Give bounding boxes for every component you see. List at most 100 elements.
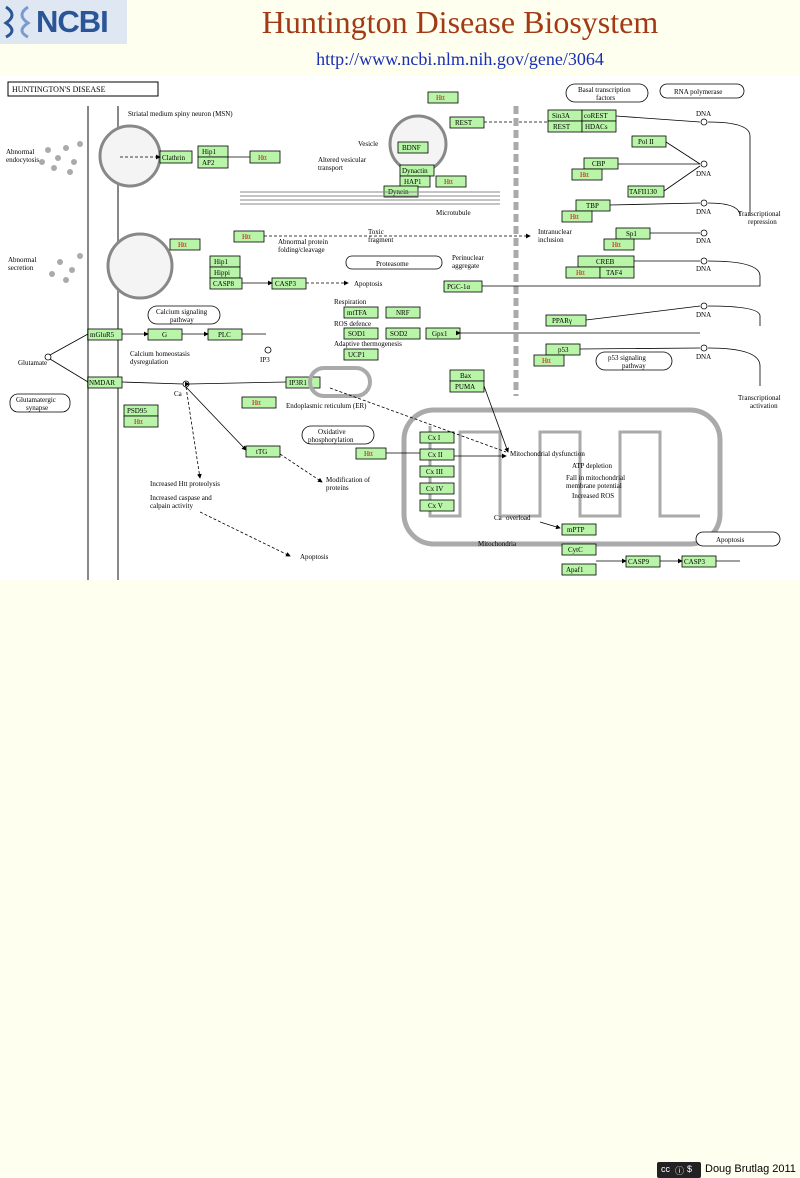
gene-htt-g[interactable] xyxy=(355,447,387,460)
gene-htt-f-label: Htt xyxy=(134,418,143,426)
gene-rest-a[interactable] xyxy=(449,116,485,129)
label-vesicle: Vesicle xyxy=(358,140,378,148)
gene-tafii130[interactable] xyxy=(627,185,665,198)
gene-pol2[interactable] xyxy=(631,135,667,148)
gene-htt-h[interactable] xyxy=(571,168,603,181)
label-calcium-pathway: Calcium signaling xyxy=(156,308,208,316)
gene-ucp1[interactable] xyxy=(343,348,379,361)
gene-cx-ii[interactable] xyxy=(419,448,455,461)
label-intranuclear: Intranuclear xyxy=(538,228,572,236)
gene-htt-j-label: Htt xyxy=(612,241,621,249)
gene-bdnf[interactable] xyxy=(397,141,429,154)
gene-mptp[interactable] xyxy=(561,523,597,536)
gene-ap2[interactable] xyxy=(197,156,229,169)
gene-cx-iii[interactable] xyxy=(419,465,455,478)
label-altered-transport: Altered vesicular xyxy=(318,156,367,164)
gene-mttfa[interactable] xyxy=(343,306,379,319)
label-fall-mmp: Fall in mitochondrial xyxy=(566,474,625,482)
gene-mttfa-label: mtTFA xyxy=(347,309,367,317)
gene-apaf1-label: Apaf1 xyxy=(566,566,584,574)
endocytosis-dots xyxy=(39,141,83,175)
label-msn: Striatal medium spiny neuron (MSN) xyxy=(128,110,233,118)
gene-cx-ii-label: Cx II xyxy=(428,451,443,459)
gene-apaf1[interactable] xyxy=(561,563,597,576)
gene-sod2[interactable] xyxy=(385,327,421,340)
slide-header: NCBI Huntington Disease Biosystem http:/… xyxy=(0,0,800,76)
ncbi-logo[interactable]: NCBI xyxy=(0,0,127,44)
gene-mglur5[interactable] xyxy=(87,328,123,341)
gene-cbp-label: CBP xyxy=(592,160,605,168)
label-abnormal-secretion: Abnormal xyxy=(8,256,36,264)
gene-url-link[interactable]: http://www.ncbi.nlm.nih.gov/gene/3064 xyxy=(316,49,604,69)
rna-polymerase-box[interactable] xyxy=(659,83,745,99)
glutamatergic-synapse-box[interactable] xyxy=(9,393,71,413)
gene-htt-e[interactable] xyxy=(241,396,277,409)
gene-htt-i[interactable] xyxy=(561,210,593,223)
cristae xyxy=(428,426,700,518)
gene-htt-c[interactable] xyxy=(233,230,265,243)
gene-htt-j[interactable] xyxy=(603,238,635,251)
gene-ip3r1[interactable] xyxy=(285,376,321,389)
label-microtubule: Microtubule xyxy=(436,209,471,217)
slide-title: Huntington Disease Biosystem xyxy=(261,4,659,40)
secretory-vesicle xyxy=(106,232,174,300)
glutamate-node[interactable] xyxy=(44,353,52,361)
label-dna-7: DNA xyxy=(696,353,711,361)
gene-gq-label: G xyxy=(162,331,167,339)
label-dna-5: DNA xyxy=(696,265,711,273)
gene-pol2-label: Pol II xyxy=(638,138,654,146)
label-calcium-homeostasis-2: dysregulation xyxy=(130,358,169,366)
gene-htt-l[interactable] xyxy=(533,354,565,367)
label-increased-proteolysis: Increased Htt proteolysis xyxy=(150,480,220,488)
gene-cx-iv[interactable] xyxy=(419,482,455,495)
apoptosis-pathway-box[interactable] xyxy=(695,531,781,547)
gene-pgc1a[interactable] xyxy=(443,280,483,293)
gene-cx-i-label: Cx I xyxy=(428,434,441,442)
p53-pathway-box[interactable] xyxy=(595,351,673,371)
gene-tafii130-label: TAFII130 xyxy=(629,188,657,196)
gene-rest-b-label: REST xyxy=(553,123,571,131)
gene-cx-v[interactable] xyxy=(419,499,455,512)
label-toxic-2: fragment xyxy=(368,236,393,244)
gene-cx-i[interactable] xyxy=(419,431,455,444)
gene-nmdar[interactable] xyxy=(87,376,123,389)
gene-taf4[interactable] xyxy=(599,266,635,279)
label-intranuclear-2: inclusion xyxy=(538,236,564,244)
basal-tf-box[interactable] xyxy=(565,83,649,103)
gene-htt-b[interactable] xyxy=(435,175,467,188)
calcium-pathway-box[interactable] xyxy=(147,305,221,325)
gene-htt-i-label: Htt xyxy=(570,213,579,221)
gene-ttg[interactable] xyxy=(245,445,281,458)
proteasome-box[interactable] xyxy=(345,255,443,270)
gene-sod1[interactable] xyxy=(343,327,379,340)
er-membrane xyxy=(308,366,372,398)
gene-nrf[interactable] xyxy=(385,306,421,319)
gene-htt-f[interactable] xyxy=(123,415,159,428)
diagram-title: HUNTINGTON'S DISEASE xyxy=(12,85,106,94)
gene-htt-d[interactable] xyxy=(169,238,201,251)
gene-casp9-label: CASP9 xyxy=(628,558,650,566)
gene-htt-top[interactable] xyxy=(427,91,459,104)
gene-tbp[interactable] xyxy=(575,199,611,212)
microtubule xyxy=(240,191,500,205)
gene-hip1-b-label: Hip1 xyxy=(214,258,229,266)
label-proteasome: Proteasome xyxy=(376,260,409,268)
oxphos-box[interactable] xyxy=(301,425,375,445)
gene-sin3a-label: Sin3A xyxy=(552,112,570,120)
author-credit: Doug Brutlag 2011 xyxy=(705,1163,796,1175)
gene-casp8[interactable] xyxy=(209,277,243,290)
gene-htt-k-label: Htt xyxy=(576,269,585,277)
label-p53-pathway-2: pathway xyxy=(622,362,646,370)
gene-ppary[interactable] xyxy=(545,314,587,327)
label-altered-transport-2: transport xyxy=(318,164,343,172)
gene-htt-a-label: Htt xyxy=(258,154,267,162)
gene-htt-top-label: Htt xyxy=(436,94,445,102)
label-increased-caspase: Increased caspase and xyxy=(150,494,212,502)
label-glutamate: Glutamate xyxy=(18,359,47,367)
label-modification: Modification of xyxy=(326,476,371,484)
gene-cytc[interactable] xyxy=(561,543,597,556)
gene-htt-b-label: Htt xyxy=(444,178,453,186)
pathway-diagram-area: HUNTINGTON'S DISEASE Striatal medium spi… xyxy=(0,76,800,580)
gene-hdacs[interactable] xyxy=(581,120,617,133)
